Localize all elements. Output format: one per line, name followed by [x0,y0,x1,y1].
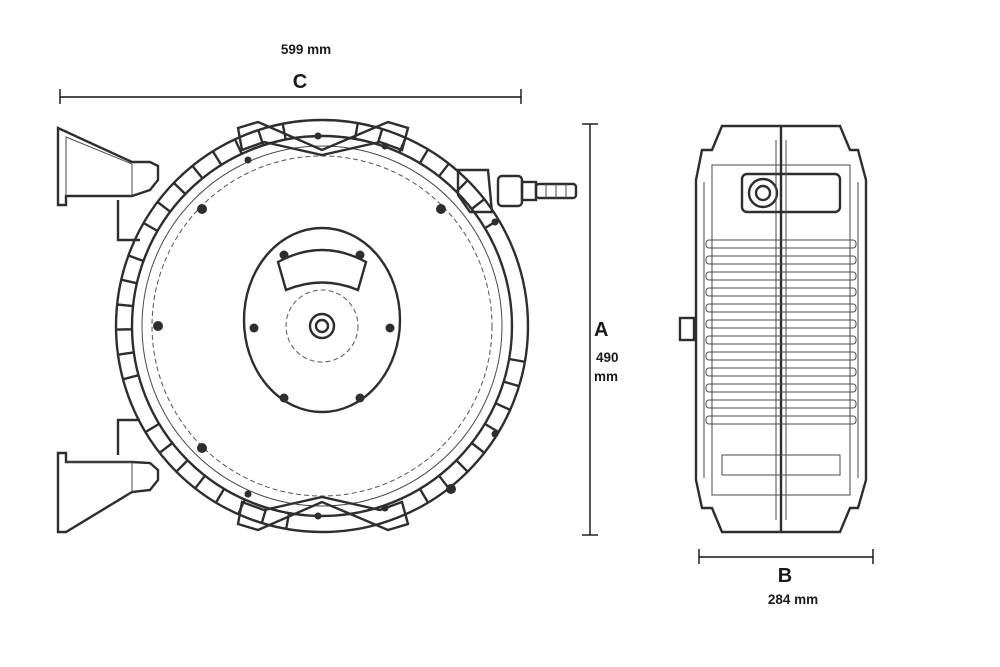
housing-rib [214,488,226,504]
housing-rib [144,422,160,434]
housing-rib [156,201,172,213]
housing-screws [153,132,499,520]
side-fin [705,271,857,281]
housing-rib [470,442,486,454]
housing-rib [495,402,511,411]
side-fin [705,399,857,409]
housing-rib [122,374,139,381]
side-fin [705,287,857,297]
housing-rib [508,357,526,363]
dimension-c-value: 599 mm [281,42,331,57]
housing-rib [116,303,134,308]
housing-rib [121,278,138,285]
housing-rib [158,442,174,454]
dimension-b-value: 284 mm [768,592,818,607]
dimension-a-unit: mm [594,369,618,384]
side-fin [705,367,857,377]
housing-rib [175,459,189,473]
housing-rib [233,138,243,155]
hose-outlet-fitting [456,168,578,214]
side-fin [705,239,857,249]
side-fin [705,383,857,393]
dimension-a-value: 490 [596,350,619,365]
side-fin [705,319,857,329]
side-fins [705,239,857,425]
housing-rib [418,488,430,504]
housing-rib [470,198,486,210]
reel-housing [114,118,530,534]
housing-rib [117,351,134,356]
side-fin [705,255,857,265]
housing-rib [127,254,144,263]
housing-ribs [115,122,526,530]
housing-rib [211,150,223,166]
side-view [678,124,868,534]
housing-rib [281,123,287,140]
housing-rib [438,162,450,178]
housing-rib [194,474,206,490]
housing-rib [503,380,520,388]
front-view [56,118,578,534]
center-cover [242,226,402,414]
bottom-bracket [56,418,160,534]
housing-rib [484,422,500,434]
side-fin [705,335,857,345]
housing-rib [418,148,430,164]
dimension-b-letter: B [778,565,792,587]
dimension-c-letter: C [293,71,307,93]
dimension-a: A 490 mm [582,123,619,536]
dimension-b: B 284 mm [698,549,874,607]
side-fin [705,303,857,313]
housing-rib [191,165,204,180]
housing-rib [455,459,469,473]
housing-rib [172,182,187,195]
side-fin [705,415,857,425]
side-fin [705,351,857,361]
housing-rib [143,221,159,233]
dimension-c: C 599 mm [59,42,522,104]
top-bracket [56,126,160,242]
dimension-a-letter: A [594,319,608,341]
